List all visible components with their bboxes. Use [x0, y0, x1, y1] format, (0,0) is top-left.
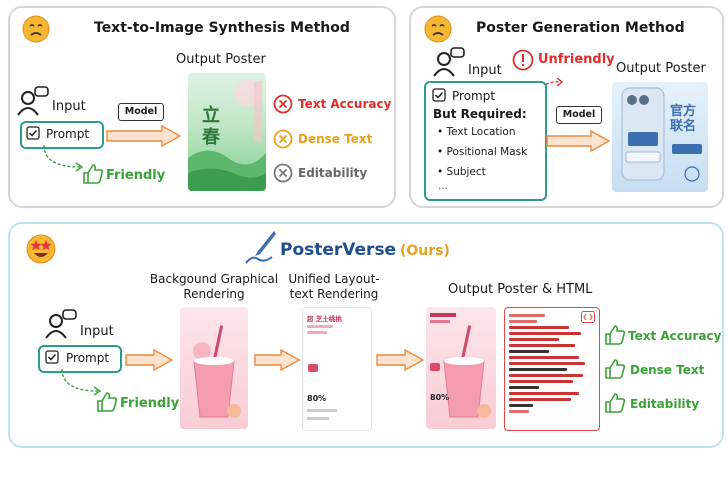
code-line — [509, 338, 559, 341]
thumbs-up-icon — [83, 164, 104, 184]
poster-text: 立 春 — [202, 105, 220, 148]
requirement-ellipsis: ... — [438, 180, 449, 192]
sad-face-icon — [424, 15, 452, 43]
requirement-text-location: Text Location — [446, 126, 516, 138]
poster-text: 官方 联名 — [670, 104, 697, 134]
friendly-label: Friendly — [120, 396, 180, 411]
code-line — [509, 392, 579, 395]
code-line — [509, 404, 533, 407]
prompt-box — [20, 121, 104, 149]
layout-text-render-image: 超 芝士桃桃 80% — [302, 307, 372, 431]
placeholder-line — [307, 409, 337, 412]
input-label: Input — [468, 63, 502, 78]
warning-circle-icon — [512, 49, 534, 71]
cross-circle-icon — [273, 94, 293, 114]
issue-dense-text: Dense Text — [298, 132, 373, 146]
poster-big-number: 80% — [307, 394, 327, 403]
friendly-label: Friendly — [106, 168, 166, 183]
requirement-bullet: • Positional Mask — [437, 146, 528, 158]
checkbox-icon — [432, 88, 446, 102]
arrow-icon — [254, 349, 300, 371]
thumbs-up-icon — [605, 359, 626, 379]
checkbox-icon — [26, 126, 40, 140]
benefit-editability: Editability — [630, 397, 700, 411]
requirement-bullet: • Text Location — [437, 126, 516, 138]
model-box: Model — [556, 106, 602, 124]
user-speech-icon — [17, 86, 49, 116]
placeholder-line — [307, 325, 333, 328]
user-speech-icon — [45, 309, 77, 339]
code-line — [509, 386, 539, 389]
code-line — [509, 410, 529, 413]
phone-case-icon — [621, 87, 702, 182]
code-icon — [581, 311, 595, 323]
dashed-arrow-icon — [43, 145, 84, 172]
red-badge — [308, 364, 318, 372]
step-layout-label: Unified Layout- text Rendering — [288, 272, 380, 301]
input-label: Input — [52, 99, 86, 114]
code-line — [509, 320, 537, 323]
dashed-arrow-icon — [61, 369, 102, 396]
code-line — [509, 374, 583, 377]
thumbs-up-icon — [97, 392, 118, 412]
drink-illustration-icon — [430, 313, 491, 418]
poster-illustration-icon — [188, 79, 266, 191]
code-line — [509, 332, 581, 335]
thumbs-up-icon — [605, 325, 626, 345]
benefit-dense-text: Dense Text — [630, 363, 705, 377]
arrow-icon — [125, 349, 173, 371]
code-line — [509, 380, 573, 383]
requirement-subject: Subject — [446, 166, 486, 178]
code-line — [509, 362, 585, 365]
panel-title: Text-to-Image Synthesis Method — [94, 20, 350, 36]
prompt-label: Prompt — [452, 89, 496, 103]
poster-big-number: 80% — [430, 393, 450, 402]
output-poster-html-label: Output Poster & HTML — [448, 282, 593, 297]
placeholder-line — [307, 417, 329, 420]
code-line — [509, 356, 579, 359]
issue-text-accuracy: Text Accuracy — [298, 97, 392, 111]
arrow-icon — [106, 125, 182, 147]
checkbox-icon — [45, 350, 59, 364]
star-eyes-face-icon — [26, 234, 56, 264]
user-speech-icon — [433, 47, 465, 77]
thumbs-up-icon — [605, 393, 626, 413]
arrow-icon — [546, 130, 610, 152]
cross-circle-icon — [273, 163, 293, 183]
code-line — [509, 350, 549, 353]
model-box: Model — [118, 103, 164, 121]
posterverse-title: PosterVerse — [280, 240, 397, 260]
code-line — [509, 326, 569, 329]
output-poster-image: 官方 联名 — [612, 82, 708, 192]
output-poster-image: 立 春 — [188, 73, 266, 191]
sad-face-icon — [22, 15, 50, 43]
final-poster-image: 80% — [426, 307, 496, 429]
output-poster-label: Output Poster — [616, 61, 706, 76]
requirement-positional-mask: Positional Mask — [446, 146, 528, 158]
cross-circle-icon — [273, 129, 293, 149]
html-code-card — [504, 307, 600, 431]
placeholder-line — [307, 331, 327, 334]
input-label: Input — [80, 324, 114, 339]
pen-logo-icon — [245, 231, 276, 264]
panel-title: Poster Generation Method — [476, 20, 685, 36]
prompt-label: Prompt — [46, 127, 90, 141]
code-line — [509, 368, 567, 371]
but-required-label: But Required: — [433, 107, 527, 121]
code-line — [509, 314, 545, 317]
requirement-bullet: • Subject — [437, 166, 486, 178]
benefit-text-accuracy: Text Accuracy — [628, 329, 722, 343]
code-line — [509, 398, 571, 401]
step-background-label: Backgound Graphical Rendering — [149, 272, 279, 301]
background-render-image — [180, 307, 248, 429]
code-line — [509, 344, 575, 347]
prompt-label: Prompt — [66, 351, 110, 365]
poster-title: 超 芝士桃桃 — [307, 315, 342, 323]
issue-editability: Editability — [298, 166, 368, 180]
arrow-icon — [376, 349, 424, 371]
unfriendly-label: Unfriendly — [538, 52, 615, 67]
posterverse-ours: (Ours) — [400, 243, 450, 259]
output-poster-label: Output Poster — [176, 52, 266, 67]
drink-illustration-icon — [193, 325, 241, 418]
